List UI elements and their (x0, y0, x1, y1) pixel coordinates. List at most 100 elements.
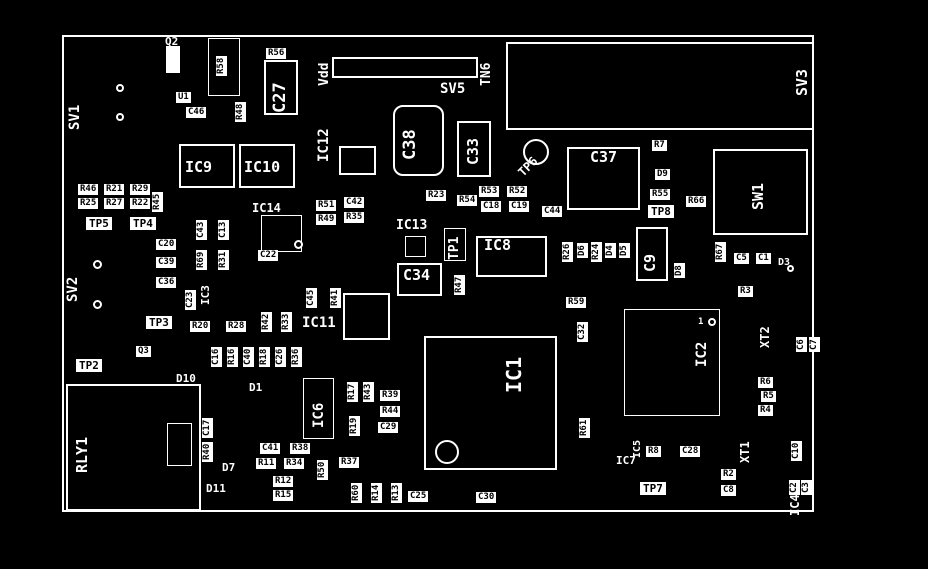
ic11-outline (343, 293, 390, 340)
component-label-r42: R42 (261, 311, 272, 332)
ic13-outline (405, 236, 426, 257)
component-label-c1: C1 (756, 253, 771, 264)
component-label-ic10: IC10 (244, 158, 281, 176)
component-label-r23: R23 (426, 190, 447, 201)
component-label-c3: C3 (801, 480, 812, 495)
component-label-d6: D6 (577, 243, 588, 258)
component-label-sw1: SW1 (749, 182, 767, 210)
component-label-tp1: TP1 (447, 236, 462, 260)
component-label-tn6: TN6 (479, 62, 494, 86)
component-label-r37: R37 (339, 457, 360, 468)
component-label-d4: D4 (605, 243, 616, 258)
component-label-c23: C23 (185, 289, 196, 310)
component-label-r69: R69 (196, 249, 207, 270)
component-label-xt2: XT2 (758, 326, 772, 348)
component-label-c22: C22 (258, 250, 279, 261)
component-label-tp2: TP2 (76, 359, 102, 372)
component-label-r12: R12 (273, 476, 294, 487)
component-label-r46: R46 (78, 184, 99, 195)
component-label-rly1: RLY1 (73, 436, 91, 473)
component-label-r31: R31 (218, 249, 229, 270)
component-label-r49: R49 (316, 214, 337, 225)
sv2-hole-top (92, 259, 102, 269)
component-label-xt1: XT1 (738, 441, 752, 463)
component-label-r25: R25 (78, 198, 99, 209)
component-label-r60: R60 (351, 482, 362, 503)
sv1-hole-top (116, 84, 124, 92)
component-label-r19: R19 (349, 415, 360, 436)
component-label-r6: R6 (758, 377, 773, 388)
component-label-r56: R56 (266, 48, 287, 59)
component-label-r39: R39 (380, 390, 401, 401)
component-label-r40: R40 (202, 441, 213, 462)
component-label-ic13: IC13 (396, 218, 428, 233)
component-label-d8: D8 (674, 263, 685, 278)
component-label-r20: R20 (190, 321, 211, 332)
ic14-outline (261, 215, 302, 252)
component-label-c9: C9 (641, 253, 659, 272)
sw1-outline (713, 149, 808, 235)
component-label-sv2: SV2 (65, 276, 81, 302)
component-label-r41: R41 (330, 287, 341, 308)
c38-cap-outline (393, 105, 444, 176)
component-label-sv3: SV3 (793, 68, 811, 96)
component-label-r52: R52 (507, 186, 528, 197)
component-label-c43: C43 (196, 219, 207, 240)
component-label-ic6: IC6 (311, 402, 327, 428)
c34-cap-outline (397, 263, 442, 296)
component-label-c34: C34 (403, 266, 431, 284)
component-label-r14: R14 (371, 482, 382, 503)
component-label-c42: C42 (344, 197, 365, 208)
rly1-inner-outline (167, 423, 192, 466)
component-label-r29: R29 (130, 184, 151, 195)
component-label-tp7: TP7 (640, 482, 666, 495)
component-label-d3: D3 (778, 257, 791, 268)
component-label-r26: R26 (562, 241, 573, 262)
component-label-r61: R61 (579, 417, 590, 438)
component-label-c20: C20 (156, 239, 177, 250)
component-label-c45: C45 (306, 287, 317, 308)
tp1-outline (444, 228, 466, 261)
component-label-c19: C19 (509, 201, 530, 212)
component-label-c13: C13 (218, 219, 229, 240)
component-label-d5: D5 (619, 243, 630, 258)
component-label-d7: D7 (222, 461, 236, 474)
component-label-r43: R43 (363, 381, 374, 402)
ic8-outline (476, 236, 547, 277)
component-label-c28: C28 (680, 446, 701, 457)
component-label-r66: R66 (686, 196, 707, 207)
board-outline (62, 35, 814, 512)
component-label-r22: R22 (130, 198, 151, 209)
sv5-header-outline (332, 57, 478, 78)
component-label-ic11: IC11 (302, 315, 336, 331)
ic9-outline (179, 144, 235, 188)
component-label-c37: C37 (590, 148, 618, 166)
c27-cap-outline (264, 60, 298, 115)
component-label-c36: C36 (156, 277, 177, 288)
q2-pad (166, 46, 180, 73)
component-label-u1: U1 (176, 92, 191, 103)
component-label-c10: C10 (791, 440, 802, 461)
component-label-r21: R21 (104, 184, 125, 195)
component-label-tp4: TP4 (130, 217, 156, 230)
c9-cap-outline (636, 227, 668, 281)
component-label-c39: C39 (156, 257, 177, 268)
component-label-r38: R38 (290, 443, 311, 454)
component-label-r59: R59 (566, 297, 587, 308)
ic2-outline (624, 309, 720, 416)
component-label-c40: C40 (243, 346, 254, 367)
component-label-r5: R5 (761, 391, 776, 402)
component-label-r7: R7 (652, 140, 667, 151)
component-label-r35: R35 (344, 212, 365, 223)
component-label-ic1: IC1 (502, 356, 526, 393)
component-label-ic2: IC2 (694, 341, 710, 367)
component-label-c30: C30 (476, 492, 497, 503)
component-label-r13: R13 (391, 482, 402, 503)
d3-pad (786, 264, 794, 272)
component-label-d1: D1 (249, 381, 263, 394)
component-label-ic4: IC4 (788, 494, 802, 516)
ic1-pin1-mark (435, 440, 459, 464)
component-label-c2: C2 (789, 480, 800, 495)
component-label-r45: R45 (152, 191, 163, 212)
component-label-ic7: IC7 (616, 454, 636, 467)
